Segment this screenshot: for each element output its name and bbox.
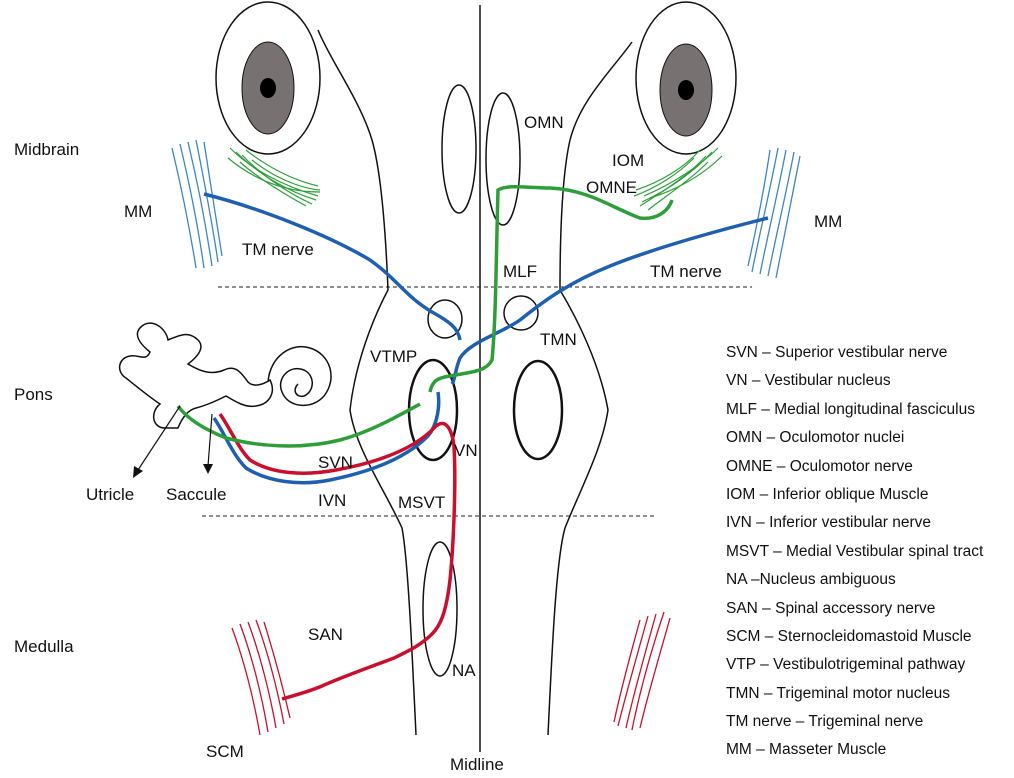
iom-muscle-right [634,148,722,210]
legend-item: TM nerve – Trigeminal nerve [726,712,983,740]
legend-item: NA –Nucleus ambiguous [726,570,983,598]
legend-item: OMN – Oculomotor nuclei [726,428,983,456]
left-eye [216,2,320,154]
region-midbrain-label: Midbrain [14,140,79,159]
legend-item: VTP – Vestibulotrigeminal pathway [726,655,983,683]
vtmp-label: VTMP [370,347,417,366]
legend-item: IVN – Inferior vestibular nerve [726,513,983,541]
utricle-vn-path [178,404,420,446]
utricle-arrow [133,406,180,478]
midline-label: Midline [450,755,504,774]
region-pons-label: Pons [14,385,53,404]
na-label: NA [452,661,476,680]
scm-muscle-right [614,612,670,730]
mm-right-label: MM [814,212,842,231]
svn-label: SVN [318,453,353,472]
msvt-label: MSVT [398,493,445,512]
saccule-label: Saccule [166,485,226,504]
tm-nerve-left-label: TM nerve [242,240,314,259]
tm-nerve-right-path [452,218,768,384]
oculomotor-nucleus-left [442,85,476,213]
inner-ear-labyrinth [120,323,273,428]
tm-nerve-right-label: TM nerve [650,262,722,281]
utricle-label: Utricle [86,485,134,504]
tm-nerve-left-path [204,194,460,340]
legend-item: SVN – Superior vestibular nerve [726,343,983,371]
scm-muscle-left [232,620,290,735]
cochlea [268,347,331,406]
scm-label: SCM [206,742,244,761]
mlf-omne-path [430,187,672,392]
iom-muscle-left [228,148,320,206]
masseter-muscle-left [172,140,222,268]
omn-label: OMN [524,113,564,132]
iom-label: IOM [612,151,644,170]
legend-item: VN – Vestibular nucleus [726,371,983,399]
masseter-muscle-right [748,148,800,278]
saccule-arrow [203,414,213,474]
omne-label: OMNE [586,178,637,197]
vn-label: VN [454,441,478,460]
vestibular-nucleus-right [514,361,562,459]
mlf-label: MLF [503,262,537,281]
san-label: SAN [308,625,343,644]
abbreviation-legend: SVN – Superior vestibular nerve VN – Ves… [726,343,983,769]
legend-item: MM – Masseter Muscle [726,740,983,768]
legend-item: SCM – Sternocleidomastoid Muscle [726,627,983,655]
right-eye [636,2,736,154]
legend-item: MLF – Medial longitudinal fasciculus [726,400,983,428]
legend-item: MSVT – Medial Vestibular spinal tract [726,542,983,570]
mm-left-label: MM [124,202,152,221]
ivn-label: IVN [318,491,346,510]
legend-item: OMNE – Oculomotor nerve [726,457,983,485]
legend-item: TMN – Trigeminal motor nucleus [726,684,983,712]
oculomotor-nucleus-right [486,93,520,225]
legend-item: IOM – Inferior oblique Muscle [726,485,983,513]
tmn-label: TMN [540,330,577,349]
legend-item: SAN – Spinal accessory nerve [726,599,983,627]
region-medulla-label: Medulla [14,637,74,656]
